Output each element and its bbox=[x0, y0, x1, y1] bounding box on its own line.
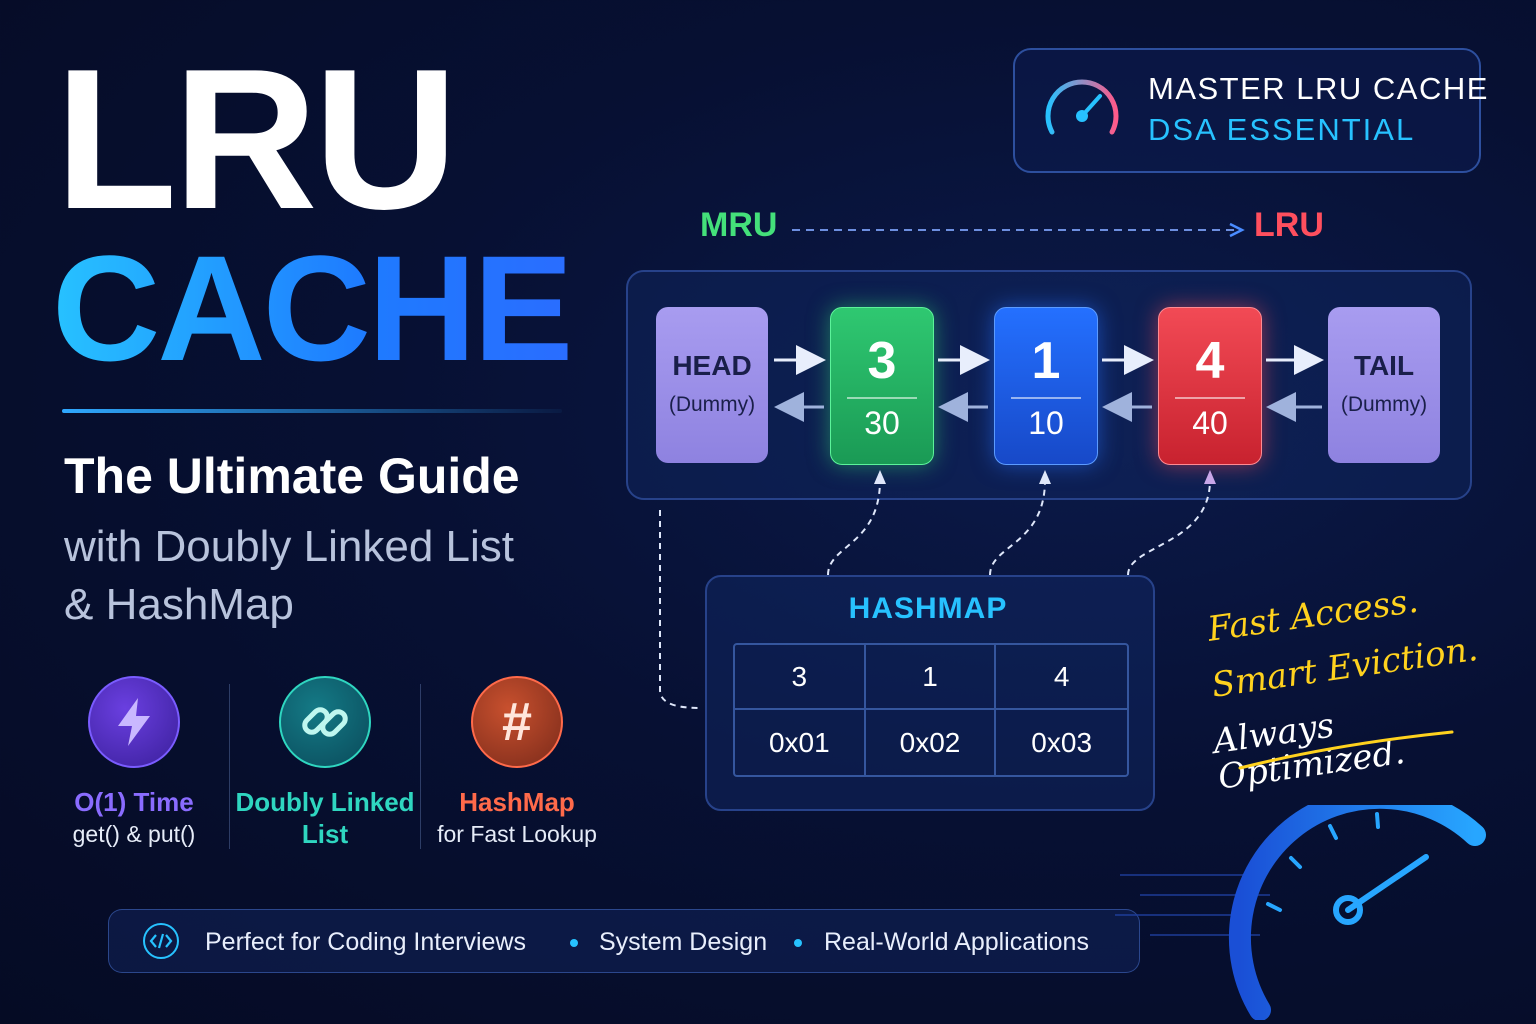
hashmap-address: 0x03 bbox=[1031, 726, 1093, 758]
lru-label: LRU bbox=[1254, 206, 1324, 244]
hashmap-pointers bbox=[659, 479, 1211, 709]
badge-line-1: MASTER LRU CACHE bbox=[1148, 71, 1489, 106]
tail-sub: (Dummy) bbox=[1340, 393, 1428, 416]
feature-separator bbox=[420, 684, 421, 849]
feature-separator bbox=[229, 684, 230, 849]
tagline-underline bbox=[1238, 730, 1454, 770]
node-divider bbox=[1175, 397, 1245, 399]
link-icon bbox=[279, 676, 371, 768]
title-lru: LRU bbox=[55, 28, 458, 251]
head-node: HEAD (Dummy) bbox=[656, 307, 768, 463]
node-key: 3 bbox=[867, 332, 897, 391]
feature-o1-time: O(1) Time get() & put() bbox=[39, 676, 229, 850]
footer-separator-dot bbox=[794, 939, 802, 947]
feature-title: HashMap bbox=[459, 787, 575, 817]
head-label: HEAD bbox=[672, 350, 752, 381]
hash-icon: # bbox=[471, 676, 563, 768]
mru-label: MRU bbox=[700, 206, 778, 244]
feature-title: Doubly Linked bbox=[235, 787, 415, 817]
hashmap-table: 3 1 4 0x01 0x02 0x03 bbox=[733, 643, 1129, 777]
footer-item-interviews: Perfect for Coding Interviews bbox=[205, 928, 526, 956]
footer-pill bbox=[108, 909, 1140, 973]
subtitle-line-2: & HashMap bbox=[64, 580, 294, 629]
tail-label: TAIL bbox=[1353, 350, 1415, 381]
subtitle-line-1: with Doubly Linked List bbox=[64, 522, 515, 571]
speedometer-icon bbox=[1040, 70, 1124, 146]
node-value: 10 bbox=[1028, 404, 1064, 441]
code-icon bbox=[142, 922, 180, 960]
list-node: 1 10 bbox=[994, 307, 1098, 465]
node-value: 40 bbox=[1192, 404, 1228, 441]
footer-item-system-design: System Design bbox=[599, 928, 768, 956]
footer-separator-dot bbox=[570, 939, 578, 947]
head-sub: (Dummy) bbox=[668, 393, 756, 416]
node-divider bbox=[847, 397, 917, 399]
feature-title-line-2: List bbox=[301, 819, 349, 849]
guide-heading: The Ultimate Guide bbox=[64, 448, 520, 504]
title-cache: CACHE bbox=[52, 224, 573, 392]
node-key: 1 bbox=[1031, 332, 1061, 391]
lightning-icon bbox=[88, 676, 180, 768]
node-value: 30 bbox=[864, 404, 900, 441]
feature-desc: for Fast Lookup bbox=[437, 821, 597, 847]
feature-desc: get() & put() bbox=[72, 821, 196, 847]
node-key: 4 bbox=[1195, 332, 1225, 391]
tail-node: TAIL (Dummy) bbox=[1328, 307, 1440, 463]
list-node: 3 30 bbox=[830, 307, 934, 465]
pointer-arrowheads bbox=[874, 470, 1216, 484]
hashmap-key: 3 bbox=[735, 645, 866, 710]
feature-hashmap: # HashMap for Fast Lookup bbox=[422, 676, 612, 850]
node-divider bbox=[1011, 397, 1081, 399]
speedometer-icon bbox=[1115, 805, 1486, 1020]
master-badge bbox=[1013, 48, 1481, 173]
hashmap-address: 0x02 bbox=[866, 710, 997, 775]
badge-line-2: DSA ESSENTIAL bbox=[1148, 112, 1416, 147]
hashmap-key: 4 bbox=[996, 645, 1127, 710]
mru-lru-arrow bbox=[792, 222, 1245, 238]
feature-title: O(1) Time bbox=[74, 787, 194, 817]
hashmap-panel bbox=[705, 575, 1155, 811]
feature-doubly-linked-list: Doubly Linked List bbox=[230, 676, 420, 850]
footer-item-real-world: Real-World Applications bbox=[824, 928, 1089, 956]
list-node: 4 40 bbox=[1158, 307, 1262, 465]
title-underline bbox=[62, 409, 562, 413]
hashmap-address: 0x01 bbox=[735, 710, 866, 775]
hashmap-key: 1 bbox=[865, 645, 997, 710]
hashmap-title: HASHMAP bbox=[848, 592, 1008, 625]
